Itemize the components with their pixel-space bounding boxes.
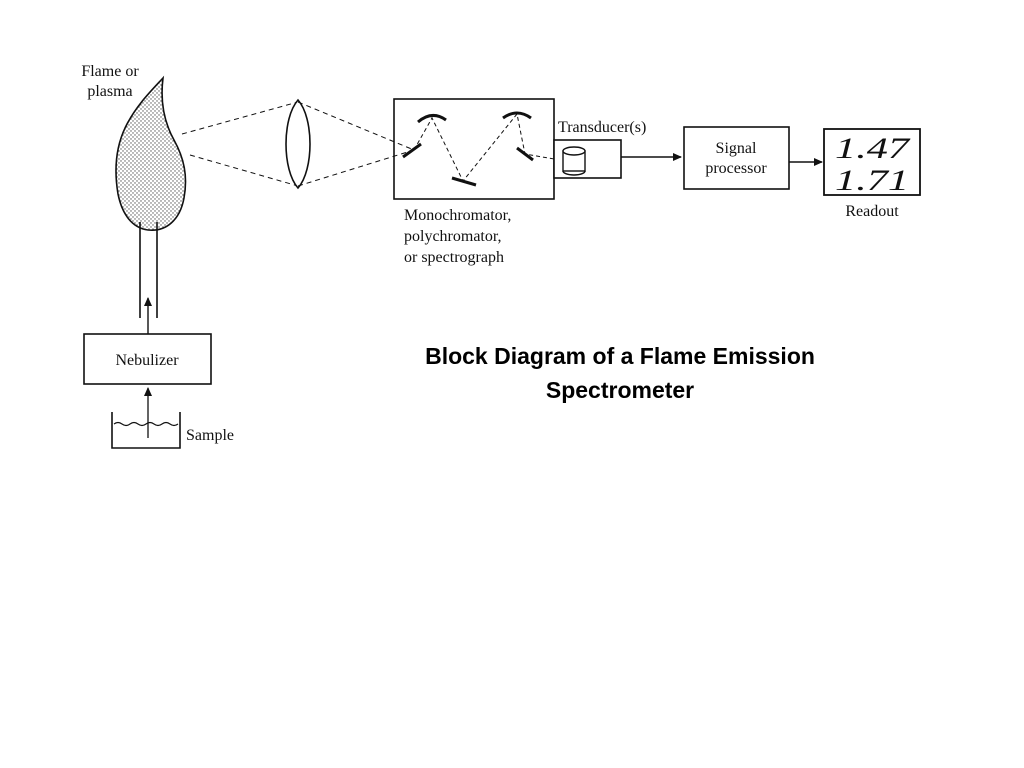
lens [285, 98, 311, 190]
readout-value-bottom: 1.71 [835, 164, 909, 197]
light-ray-upper-1 [181, 101, 299, 135]
page-title: Block Diagram of a Flame Emission Spectr… [340, 339, 900, 407]
flame-shape [115, 75, 187, 231]
readout-display [823, 128, 921, 196]
signal-processor-box [683, 126, 790, 190]
sample-liquid-surface [113, 421, 179, 427]
title-line1: Block Diagram of a Flame Emission [425, 343, 815, 369]
signal-processor-label-line2: processor [705, 160, 767, 177]
light-ray-upper-2 [297, 101, 415, 151]
monochromator-label-line3: or spectrograph [404, 249, 504, 266]
light-ray-lower-1 [189, 154, 299, 187]
sample-label: Sample [186, 427, 234, 444]
sample-container [111, 412, 181, 449]
grating [451, 176, 477, 187]
readout-label: Readout [845, 203, 899, 220]
signal-processor-label-line1: Signal [716, 140, 757, 157]
light-ray-lower-2 [297, 149, 415, 187]
entrance-mirror [402, 142, 422, 159]
internal-light-path [413, 112, 561, 182]
readout-value-top: 1.47 [835, 132, 912, 165]
focusing-mirror [502, 111, 532, 120]
monochromator-label-line1: Monochromator, [404, 207, 511, 224]
nebulizer-label: Nebulizer [115, 352, 179, 369]
detector-cylinder-icon [562, 146, 586, 176]
nebulizer-box [83, 333, 212, 385]
title-line2: Spectrometer [545, 377, 695, 403]
monochromator-label-line2: polychromator, [404, 228, 502, 245]
transducer-label: Transducer(s) [558, 119, 646, 136]
flame-label-line1: Flame or [81, 63, 139, 80]
flame-label-line2: plasma [87, 83, 132, 100]
collimating-mirror [417, 114, 447, 124]
